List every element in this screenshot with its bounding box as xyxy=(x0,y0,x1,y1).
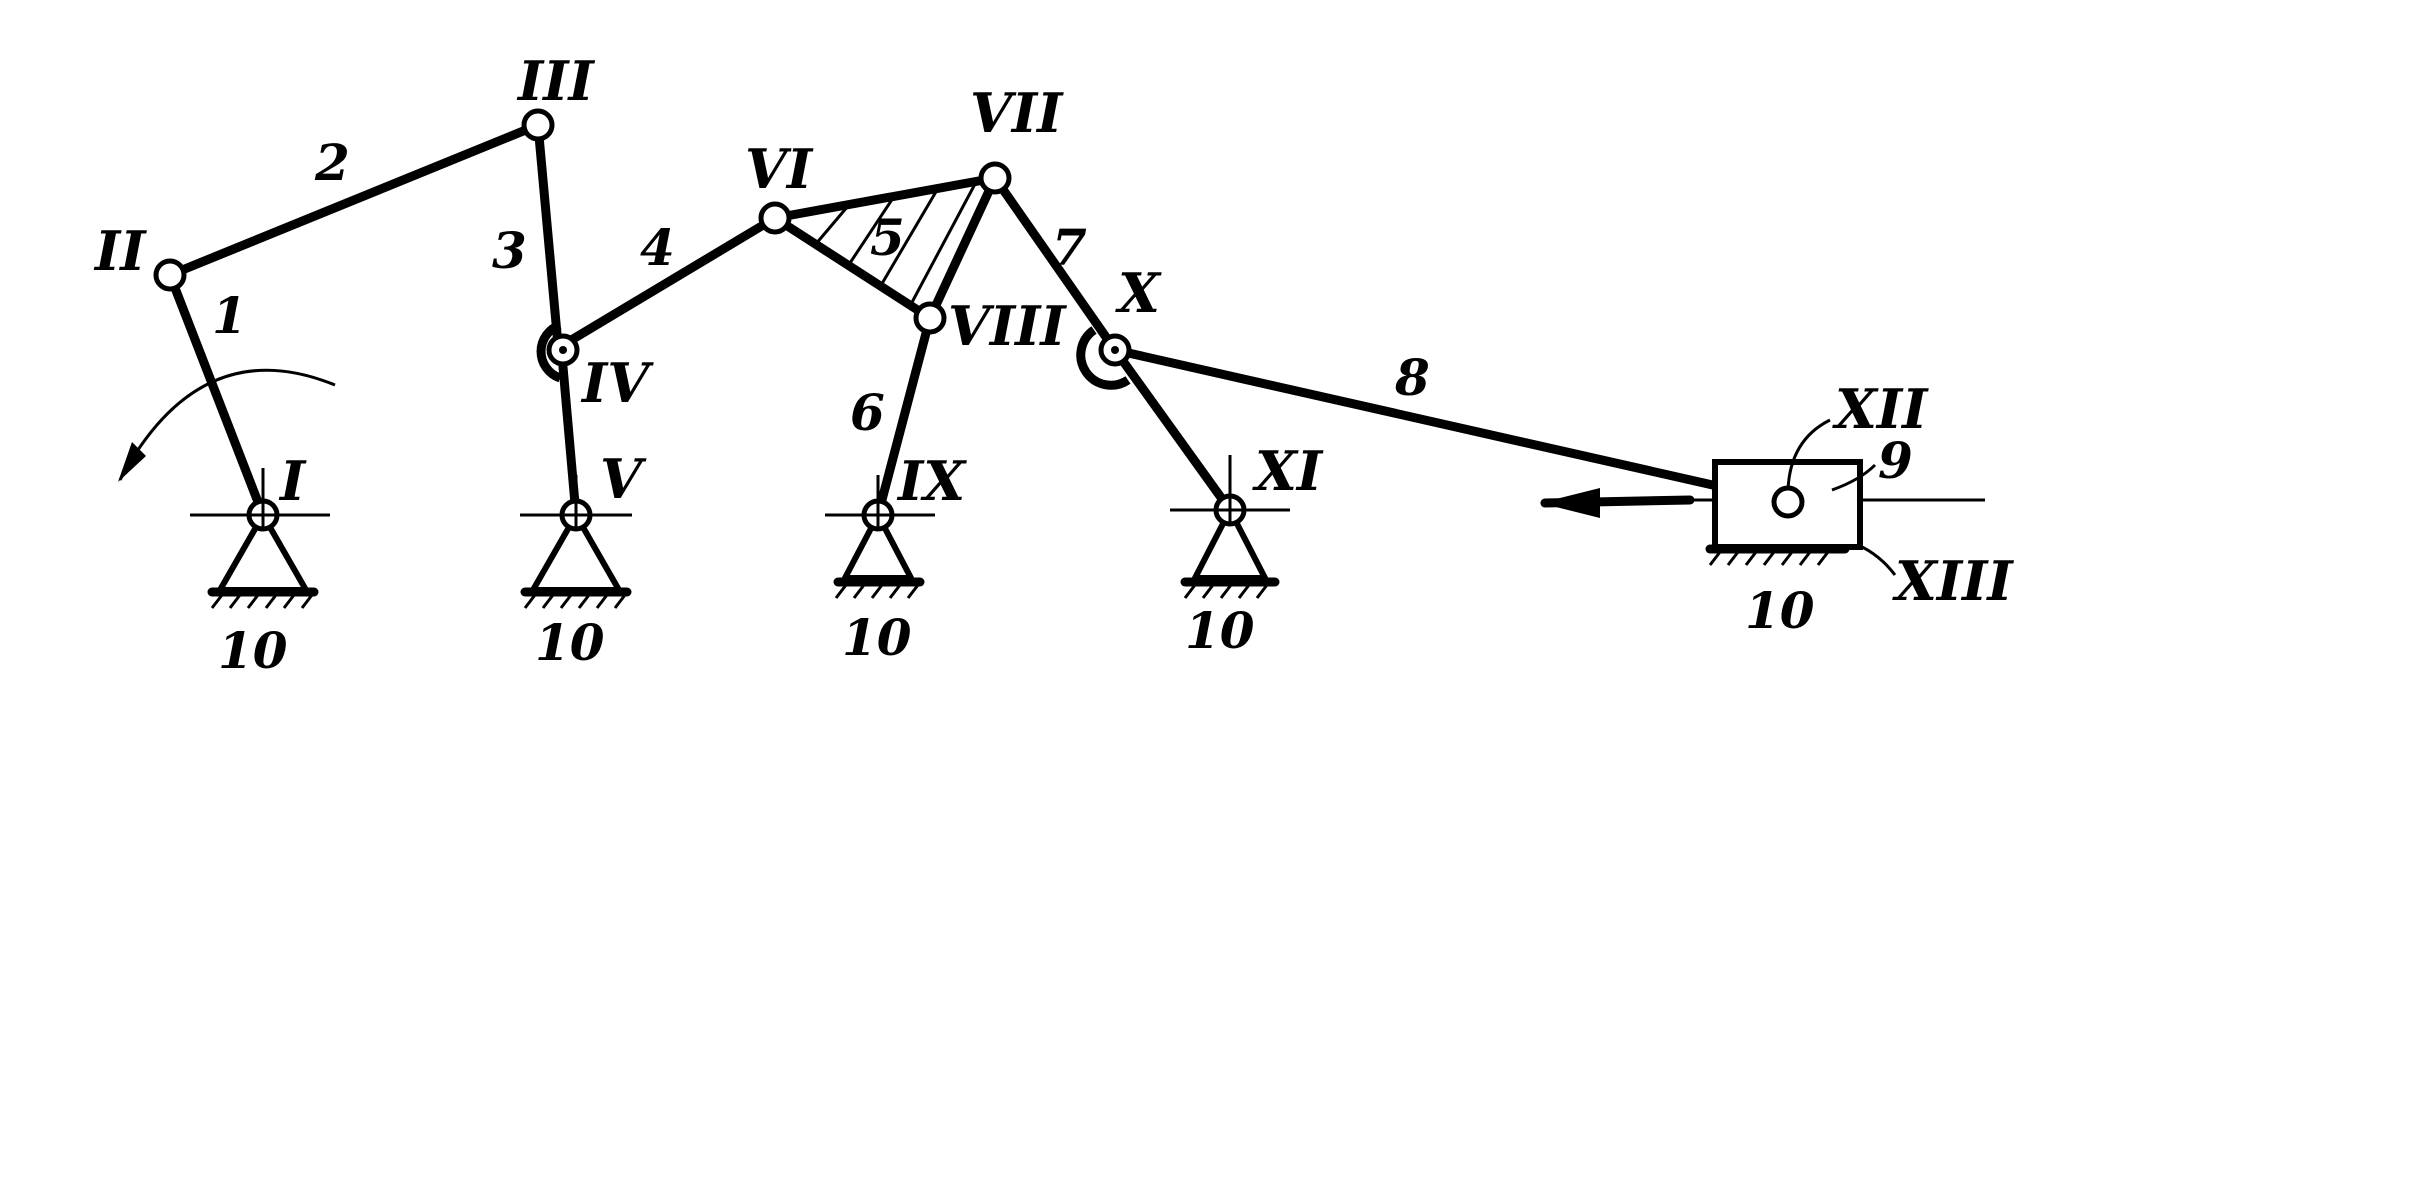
joint-VIII xyxy=(913,301,947,335)
label-joint-VI: VI xyxy=(745,137,814,201)
link-5-hatching xyxy=(813,183,977,307)
label-joint-XI: XI xyxy=(1252,439,1324,503)
support-I xyxy=(190,468,330,609)
label-frame-5: 10 xyxy=(1745,581,1815,640)
link-5-side-2 xyxy=(770,173,1000,223)
label-joint-XIII: XIII xyxy=(1892,549,2014,613)
link-4 xyxy=(558,213,780,350)
label-frame-4: 10 xyxy=(1185,601,1255,660)
links xyxy=(165,120,1793,520)
label-frame-2: 10 xyxy=(535,613,605,672)
link-3-lower xyxy=(558,362,581,520)
link-1 xyxy=(165,270,268,520)
link-6 xyxy=(873,313,935,520)
label-link-6: 6 xyxy=(850,383,885,442)
label-link-4: 4 xyxy=(640,218,675,277)
joint-labels: I II III IV V VI VII VIII IX X XI XII XI… xyxy=(93,49,2014,613)
label-joint-IV: IV xyxy=(580,351,654,415)
label-link-8: 8 xyxy=(1394,348,1430,407)
label-link-5: 5 xyxy=(870,208,905,267)
label-joint-III: III xyxy=(516,49,596,113)
label-joint-II: II xyxy=(93,219,147,283)
label-link-3: 3 xyxy=(492,221,527,280)
link-7 xyxy=(990,173,1120,355)
label-frame-1: 10 xyxy=(218,621,288,680)
label-joint-XII: XII xyxy=(1832,377,1929,441)
label-joint-VIII: VIII xyxy=(948,294,1067,358)
link-3-upper xyxy=(533,120,563,350)
link-8 xyxy=(1110,345,1793,507)
frame-labels: 10 10 10 10 10 xyxy=(218,581,1815,680)
label-joint-X: X xyxy=(1115,261,1162,325)
label-joint-V: V xyxy=(600,447,647,511)
label-link-9: 9 xyxy=(1878,431,1913,490)
label-link-2: 2 xyxy=(314,133,350,192)
joint-III xyxy=(521,108,555,142)
support-IX xyxy=(825,475,935,599)
label-link-7: 7 xyxy=(1052,218,1087,277)
link-labels: 1 2 3 4 5 6 7 8 9 xyxy=(212,133,1913,490)
label-joint-I: I xyxy=(278,449,307,513)
joints xyxy=(153,108,1805,532)
joint-VI xyxy=(758,201,792,235)
joint-II xyxy=(153,258,187,292)
joint-VII xyxy=(978,161,1012,195)
rotation-arrow xyxy=(118,368,336,482)
label-joint-IX: IX xyxy=(896,449,967,513)
label-joint-VII: VII xyxy=(970,81,1064,145)
link-5-side xyxy=(770,213,935,323)
link-10-11 xyxy=(1110,345,1235,515)
label-frame-3: 10 xyxy=(842,608,912,667)
link-2 xyxy=(165,120,543,280)
label-link-1: 1 xyxy=(212,286,247,345)
joint-XII xyxy=(1771,485,1805,519)
support-XI xyxy=(1170,455,1290,599)
link-5-side-3 xyxy=(925,173,1000,323)
